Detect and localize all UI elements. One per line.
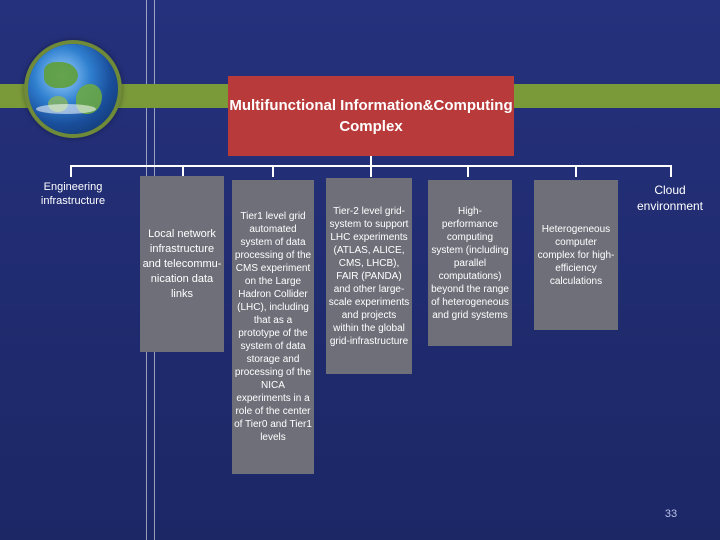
connector-drop-2 [182, 165, 184, 177]
connector-drop-5 [467, 165, 469, 177]
node-engineering-infrastructure: Engineering infrastructure [40, 181, 106, 207]
connector-drop-3 [272, 165, 274, 177]
node-local-network: Local network infrastructure and telecom… [140, 176, 224, 352]
node-tier1: Tier1 level grid automated system of dat… [232, 180, 314, 474]
connector-drop-1 [70, 165, 72, 177]
connector-drop-6 [575, 165, 577, 177]
node-cloud-environment: Cloud environment [636, 183, 704, 213]
connector-drop-7 [670, 165, 672, 177]
node-hpc: High-performance computing system (inclu… [428, 180, 512, 346]
connector-root-down [370, 156, 372, 166]
connector-drop-4 [370, 165, 372, 177]
page-number: 33 [664, 508, 678, 520]
root-node: Multifunctional Information&Computing Co… [228, 76, 514, 156]
node-tier2: Tier-2 level grid-system to support LHC … [326, 178, 412, 374]
root-title: Multifunctional Information&Computing Co… [229, 97, 513, 135]
node-heterogeneous: Heterogeneous computer complex for high-… [534, 180, 618, 330]
globe-icon [28, 44, 118, 134]
